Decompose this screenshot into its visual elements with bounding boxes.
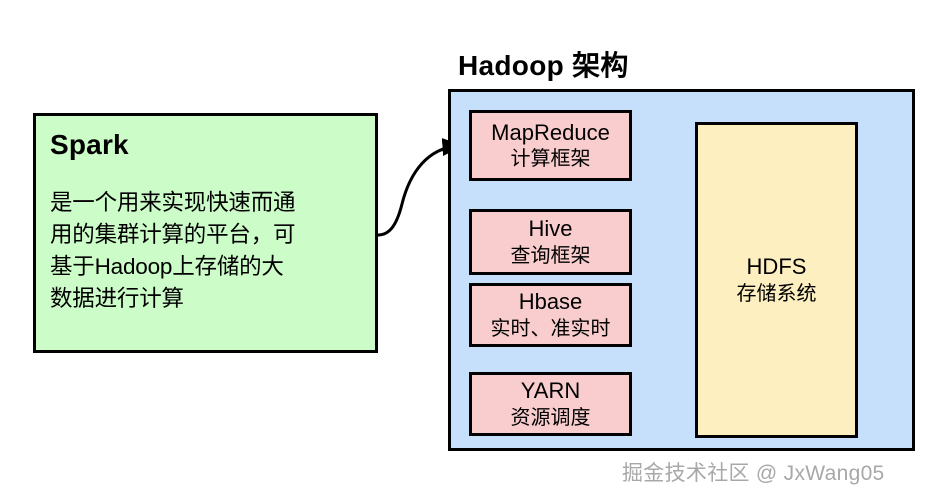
component-name: Hbase: [518, 289, 583, 315]
component-box-mapreduce: MapReduce 计算框架: [469, 110, 632, 181]
component-description: 查询框架: [510, 244, 591, 267]
spark-box: Spark 是一个用来实现快速而通 用的集群计算的平台，可 基于Hadoop上存…: [33, 113, 378, 353]
storage-box-hdfs: HDFS 存储系统: [695, 122, 858, 438]
component-description: 计算框架: [510, 148, 591, 171]
storage-description: 存储系统: [736, 283, 817, 306]
arrow-icon: [377, 138, 464, 237]
storage-name: HDFS: [746, 253, 807, 279]
component-name: Hive: [528, 216, 573, 242]
spark-title: Spark: [50, 129, 129, 160]
component-description: 实时、准实时: [490, 317, 611, 340]
page-title: Hadoop 架构: [458, 50, 629, 81]
component-name: MapReduce: [491, 119, 610, 145]
component-description: 资源调度: [510, 406, 591, 429]
component-box-hbase: Hbase 实时、准实时: [469, 283, 632, 347]
component-box-hive: Hive 查询框架: [469, 209, 632, 275]
spark-description: 是一个用来实现快速而通 用的集群计算的平台，可 基于Hadoop上存储的大 数据…: [50, 189, 296, 311]
component-name: YARN: [520, 378, 581, 404]
component-box-yarn: YARN 资源调度: [469, 372, 632, 436]
connector-arrow-wrapper: [370, 100, 480, 260]
watermark: 掘金技术社区 @ JxWang05: [622, 462, 885, 485]
